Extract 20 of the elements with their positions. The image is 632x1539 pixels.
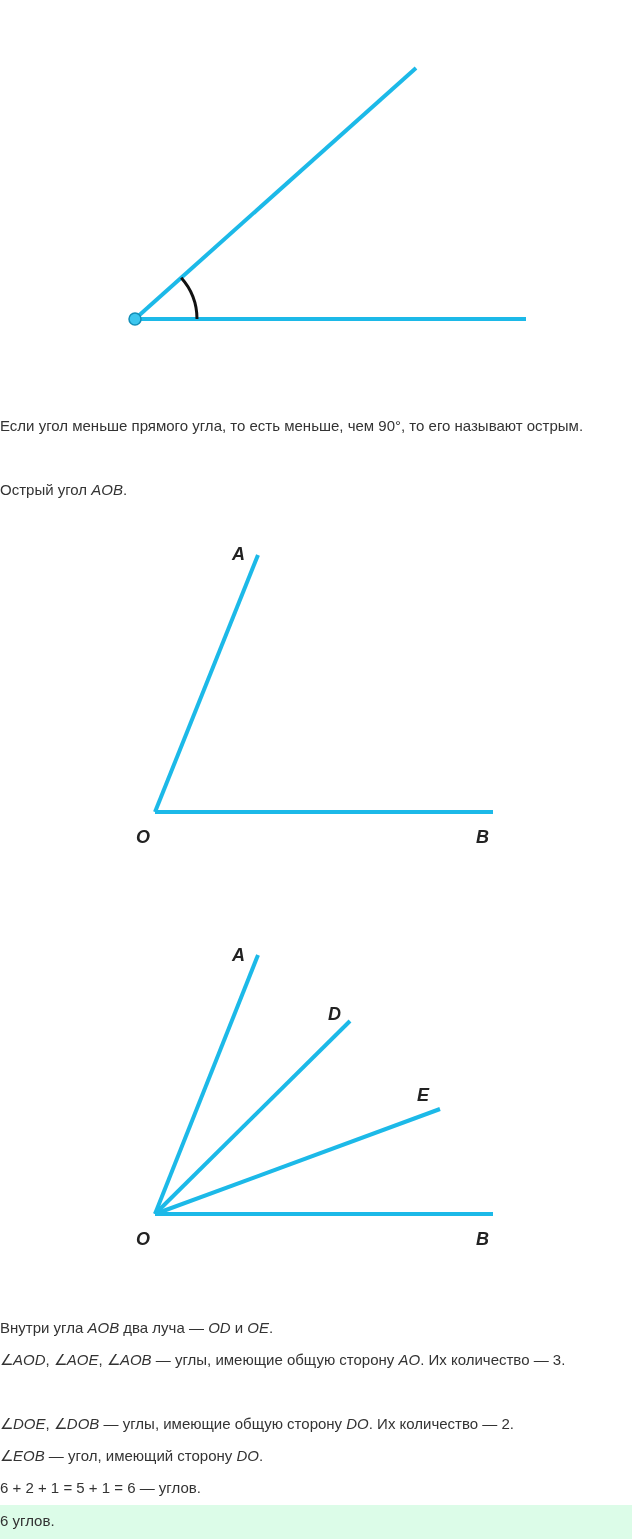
point-label: E <box>417 1086 440 1110</box>
paragraph: ∠AOD, ∠AOE, ∠AOB — углы, имеющие общую сторону AO. Их количество — 3. <box>0 1350 567 1370</box>
point-label: O <box>136 812 155 846</box>
point-label: A <box>232 946 258 969</box>
point-label: D <box>328 1005 350 1028</box>
paragraph: ∠EOB — угол, имеющий сторону DO. <box>0 1446 265 1466</box>
point-label: A <box>232 545 258 568</box>
paragraph: ∠DOE, ∠DOB — углы, имеющие общую сторону DO. Их количество — 2. <box>0 1414 515 1434</box>
ray-line <box>155 810 493 814</box>
point-label: B <box>476 812 493 846</box>
ray-line <box>155 1212 493 1216</box>
paragraph: Внутри угла AOB два луча — OD и OE. <box>0 1318 275 1338</box>
point-label: O <box>136 1214 155 1248</box>
paragraph: Острый угол AOB. <box>0 480 129 500</box>
paragraph: Если угол меньше прямого угла, то есть меньше, чем 90°, то его называют острым. <box>0 416 585 436</box>
ray-line <box>153 554 260 813</box>
answer-text: 6 углов. <box>0 1505 632 1539</box>
ray-line <box>153 954 260 1215</box>
paragraph: 6 + 2 + 1 = 5 + 1 = 6 — углов. <box>0 1478 202 1498</box>
point-label: B <box>476 1214 493 1248</box>
